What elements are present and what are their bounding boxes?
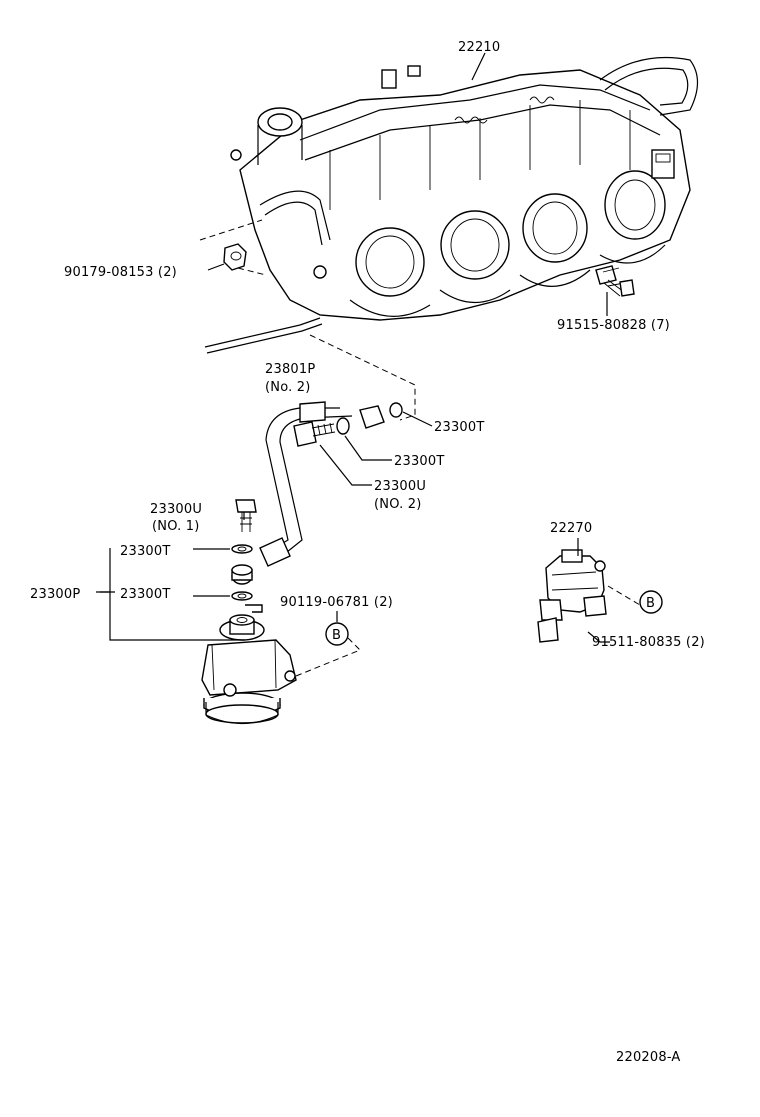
label-bolt-top-left: 90179-08153 (2) — [64, 265, 177, 280]
gasket-stack-1-hole — [237, 546, 247, 552]
label-union-bolt-1-no: (NO. 1) — [152, 519, 200, 534]
label-gasket-4: 23300T — [120, 587, 171, 602]
dashed-line-valve — [607, 585, 641, 606]
dashed-line-nut — [199, 219, 267, 276]
dashed-line-pipe — [309, 334, 416, 421]
label-bolt-right: 91515-80828 (7) — [557, 318, 670, 333]
union-nut-upper — [359, 405, 385, 429]
label-valve: 22270 — [550, 521, 592, 536]
label-throttle-body: 22210 — [458, 40, 500, 55]
gasket-upper-1 — [389, 402, 403, 418]
gasket-stack-2 — [231, 591, 253, 601]
bolt-91515-80828 — [595, 265, 635, 297]
gasket-stack-1 — [231, 544, 253, 554]
callout-b-left: B — [325, 622, 349, 646]
callout-b-right: B — [639, 590, 663, 614]
label-valve-bolt: 91511-80835 (2) — [592, 635, 705, 650]
label-gasket-1: 23300T — [434, 420, 485, 435]
label-gasket-2: 23300T — [394, 454, 445, 469]
valve-22270 — [537, 549, 607, 643]
gasket-stack-2-hole — [237, 593, 247, 599]
dashed-line-regulator — [295, 634, 361, 677]
gasket-upper-2 — [336, 417, 350, 435]
label-pipe: 23801P — [265, 362, 315, 377]
label-regulator-assy: 23300P — [30, 587, 80, 602]
nut-90179-08153 — [223, 243, 247, 271]
leader-lines — [96, 52, 610, 643]
fuel-pressure-regulator — [201, 604, 297, 724]
label-union-bolt-1: 23300U — [150, 502, 202, 517]
fuel-pipe-23801p — [259, 401, 353, 567]
callout-b-right-text: B — [646, 596, 655, 611]
label-regulator-bolt: 90119-06781 (2) — [280, 595, 393, 610]
union-bolt-no1 — [235, 499, 257, 532]
union-bolt-no2 — [293, 421, 336, 447]
label-union-bolt-2-no: (NO. 2) — [374, 497, 422, 512]
union-nut-lower — [231, 564, 253, 585]
label-gasket-3: 23300T — [120, 544, 171, 559]
callout-b-left-text: B — [332, 628, 341, 643]
label-pipe-no: (No. 2) — [265, 380, 311, 395]
footer-code: 220208-A — [616, 1050, 681, 1065]
label-union-bolt-2: 23300U — [374, 479, 426, 494]
throttle-body-assembly — [204, 56, 699, 354]
